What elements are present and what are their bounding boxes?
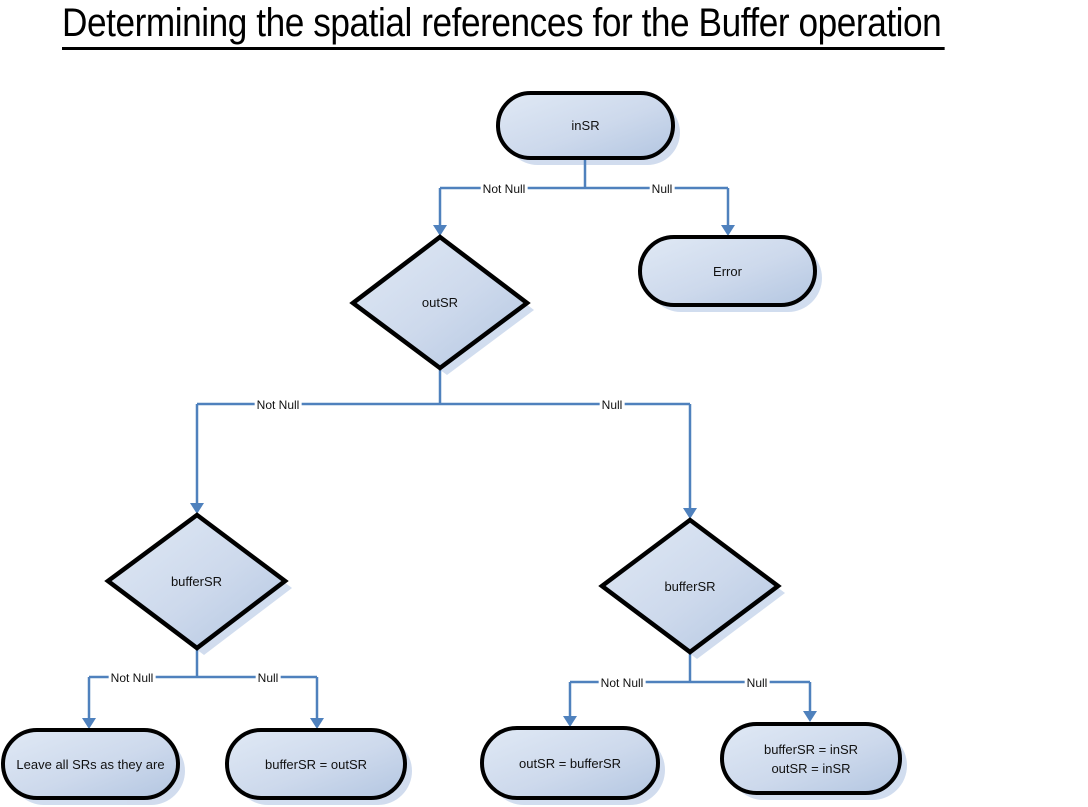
- edge-label-bufr-null: Null: [744, 676, 770, 690]
- edge-label-insr-null: Null: [649, 182, 675, 196]
- arrowheads: [82, 225, 817, 729]
- edge-label-outsr-null: Null: [599, 398, 625, 412]
- node-error-shape: [638, 235, 817, 307]
- page-title: Determining the spatial references for t…: [62, 0, 945, 50]
- edge-label-bufr-not-null: Not Null: [598, 676, 646, 690]
- node-outsr-shape: [349, 234, 531, 371]
- node-insr-shape: [496, 91, 675, 160]
- node-shapes: [1, 91, 902, 800]
- node-buffersr-eq-outsr-shape: [225, 728, 407, 800]
- node-outsr-eq-buffersr-shape: [480, 726, 660, 800]
- node-leave-all-shape: [1, 728, 180, 800]
- edge-label-outsr-not-null: Not Null: [254, 398, 302, 412]
- node-buffersr-right-shape: [598, 517, 782, 655]
- arrowhead-icon: [683, 508, 697, 519]
- arrowhead-icon: [190, 503, 204, 514]
- arrowhead-icon: [82, 718, 96, 729]
- arrowhead-icon: [803, 711, 817, 722]
- arrowhead-icon: [563, 716, 577, 727]
- arrowhead-icon: [433, 225, 447, 236]
- node-buffersr-left-shape: [104, 512, 289, 651]
- node-buffersr-eq-insr-shape: [720, 722, 902, 795]
- node-shadows: [10, 100, 907, 805]
- edge-label-insr-not-null: Not Null: [480, 182, 528, 196]
- arrowhead-icon: [310, 718, 324, 729]
- edge-label-bufl-null: Null: [255, 671, 281, 685]
- arrowhead-icon: [721, 225, 735, 236]
- edge-label-bufl-not-null: Not Null: [108, 671, 156, 685]
